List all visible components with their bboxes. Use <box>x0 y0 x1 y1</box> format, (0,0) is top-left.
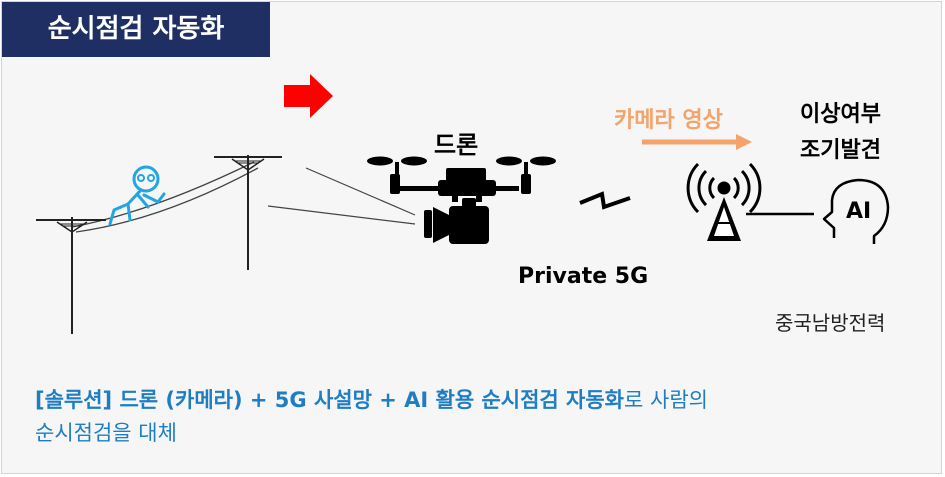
caption-bold: [솔루션] 드론 (카메라) + 5G 사설망 + AI 활용 순시점검 자동화 <box>35 388 625 412</box>
signal-zigzag-icon <box>579 191 631 210</box>
power-pole-icon <box>214 155 282 270</box>
solution-caption: [솔루션] 드론 (카메라) + 5G 사설망 + AI 활용 순시점검 자동화… <box>35 384 915 450</box>
view-line-icon <box>267 167 416 225</box>
orange-arrow-icon <box>642 134 752 150</box>
ai-head-icon <box>822 178 890 244</box>
early-detection-label: 이상여부 조기발견 <box>800 97 881 169</box>
power-line-icon <box>71 161 259 233</box>
red-arrow-icon <box>284 74 333 118</box>
caption-line2: 순시점검을 대체 <box>35 421 177 445</box>
ai-label: AI <box>846 199 872 224</box>
power-pole-icon <box>36 217 106 334</box>
caption-rest: 로 사람의 <box>624 388 708 412</box>
detect-line-1: 이상여부 <box>800 102 881 127</box>
title-box: 순시점검 자동화 <box>2 2 270 57</box>
private-5g-label: Private 5G <box>518 264 649 289</box>
antenna-tower-icon <box>686 162 814 241</box>
detect-line-2: 조기발견 <box>800 138 881 163</box>
page-title: 순시점검 자동화 <box>47 14 225 44</box>
drone-label: 드론 <box>434 131 479 159</box>
worker-icon <box>108 165 166 226</box>
company-label: 중국남방전력 <box>775 311 886 335</box>
camera-icon <box>424 198 489 244</box>
camera-video-label: 카메라 영상 <box>614 108 723 133</box>
drone-icon <box>367 156 556 202</box>
